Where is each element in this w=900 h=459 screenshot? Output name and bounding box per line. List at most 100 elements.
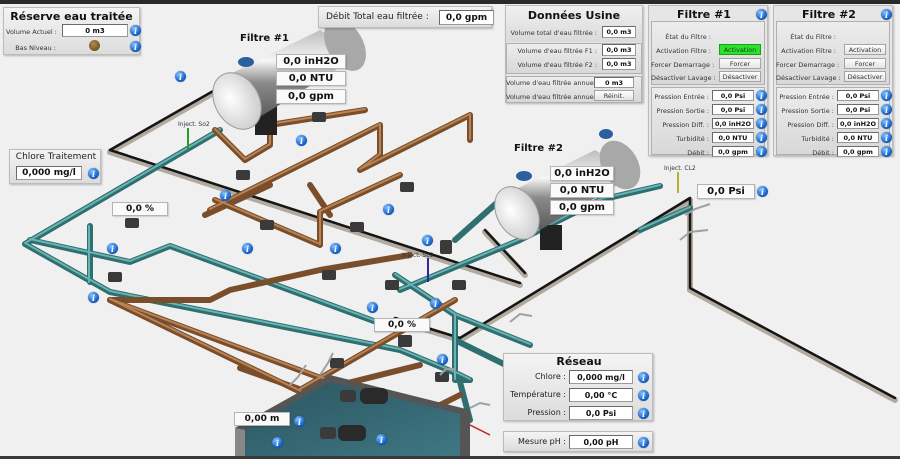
filter-2-title: Filtre #2 <box>802 8 856 21</box>
filter-2-reading-value: 0,0 NTU <box>837 132 879 143</box>
total-flow-value: 0,0 gpm <box>439 10 494 25</box>
info-icon-meter[interactable]: i <box>220 190 231 201</box>
info-icon-meter[interactable]: i <box>367 302 378 313</box>
plant-title: Données Usine <box>527 9 621 22</box>
low-level-info-icon[interactable]: i <box>130 41 141 52</box>
f1-volume-value: 0,0 m3 <box>602 44 636 56</box>
tank-1-flow: 0,0 gpm <box>276 89 346 104</box>
total-volume-label: Volume total d'eau filtrée : <box>510 29 597 37</box>
filter-2-wash-label: Désactiver Lavage : <box>776 74 841 82</box>
info-icon-so2[interactable]: i <box>422 235 433 246</box>
filter-1-reading-info-icon[interactable]: i <box>756 90 767 101</box>
so2-injection-label-top: Inject. So2 <box>178 121 210 128</box>
top-border <box>0 0 900 4</box>
filter-1-reading-label: Pression Entrée : <box>654 93 709 101</box>
filter-1-reading-info-icon[interactable]: i <box>756 146 767 157</box>
reserve-title: Réserve eau traitée <box>10 10 133 23</box>
filter-2-reading-value: 0,0 Psi <box>837 90 879 101</box>
filter-1-reading-value: 0,0 NTU <box>712 132 754 143</box>
filter-2-reading-label: Pression Sortie : <box>781 107 834 115</box>
info-icon-meter[interactable]: i <box>107 243 118 254</box>
chlorine-treatment-info-icon[interactable]: i <box>88 168 99 179</box>
filter-2-reading-value: 0,0 Psi <box>837 104 879 115</box>
filter-1-activation-button[interactable]: Activation <box>719 44 761 55</box>
level-marker <box>469 424 491 436</box>
filter-2-reading-info-icon[interactable]: i <box>881 132 892 143</box>
filter-1-reading-info-icon[interactable]: i <box>756 118 767 129</box>
network-pressure-value: 0,0 Psi <box>569 406 633 420</box>
filter-1-reading-label: Turbidité : <box>676 135 709 143</box>
tank-1-diff-pressure: 0,0 inH2O <box>276 54 346 69</box>
plant-data-panel: Données Usine Volume total d'eau filtrée… <box>505 5 643 103</box>
tank-2-flow: 0,0 gpm <box>550 200 614 215</box>
flow-meters <box>108 112 466 382</box>
annual-volume-value: 0 m3 <box>594 77 634 88</box>
filter-2-force-label: Forcer Demarrage : <box>776 61 840 69</box>
filter-1-state-label: État du Filtre : <box>665 33 711 41</box>
pump-1 <box>340 388 388 404</box>
annual-reset-button[interactable]: Réinit. <box>594 90 634 101</box>
tank-1-label: Filtre #1 <box>240 33 289 44</box>
filter-2-reading-info-icon[interactable]: i <box>881 90 892 101</box>
info-icon-meter[interactable]: i <box>430 298 441 309</box>
manual-valves <box>289 203 711 409</box>
network-pressure-info-icon[interactable]: i <box>638 408 649 419</box>
chlorine-treatment-panel: Chlore Traitement 0,000 mg/l i <box>9 149 101 184</box>
ph-info-icon[interactable]: i <box>638 437 649 448</box>
info-icon-meter[interactable]: i <box>296 135 307 146</box>
reserve-panel: Réserve eau traitée Volume Actuel : 0 m3… <box>3 7 141 55</box>
reservoir-level: 0,00 m <box>234 412 290 426</box>
filter-1-force-button[interactable]: Forcer <box>719 58 761 69</box>
info-icon-pump[interactable]: i <box>376 434 387 445</box>
chlorine-treatment-value: 0,000 mg/l <box>16 166 82 180</box>
filter-1-force-label: Forcer Demarrage : <box>651 61 715 69</box>
info-icon-tank1[interactable]: i <box>175 71 186 82</box>
filter-1-info-icon[interactable]: i <box>756 9 767 20</box>
tank-2-diff-pressure: 0,0 inH2O <box>550 166 614 181</box>
filter-2-force-button[interactable]: Forcer <box>844 58 886 69</box>
network-temp-info-icon[interactable]: i <box>638 390 649 401</box>
total-flow-label: Débit Total eau filtrée : <box>326 12 429 22</box>
filter-1-reading-info-icon[interactable]: i <box>756 104 767 115</box>
filter-2-reading-info-icon[interactable]: i <box>881 118 892 129</box>
network-pressure-info-icon[interactable]: i <box>757 186 768 197</box>
info-icon-meter[interactable]: i <box>88 292 99 303</box>
pump-percent-mid: 0,0 % <box>374 318 430 332</box>
reservoir-graphic <box>235 375 470 459</box>
teal-pipe-network <box>22 127 693 423</box>
filter-2-reading-label: Pression Entrée : <box>779 93 834 101</box>
info-icon-meter[interactable]: i <box>437 354 448 365</box>
tank-1-turbidity: 0,0 NTU <box>276 71 346 86</box>
ph-label: Mesure pH : <box>518 437 566 446</box>
filter-1-reading-label: Pression Sortie : <box>656 107 709 115</box>
filter-1-wash-button[interactable]: Désactiver <box>719 71 761 82</box>
info-icon-meter[interactable]: i <box>383 204 394 215</box>
total-flow-panel: Débit Total eau filtrée : 0,0 gpm <box>318 6 494 28</box>
filter-2-reading-info-icon[interactable]: i <box>881 146 892 157</box>
volume-label: Volume Actuel : <box>6 28 57 36</box>
filter-1-reading-value: 0,0 gpm <box>712 146 754 157</box>
filter-2-activation-label: Activation Filtre : <box>781 47 836 55</box>
info-icon-meter[interactable]: i <box>242 243 253 254</box>
network-chlorine-info-icon[interactable]: i <box>638 372 649 383</box>
f1-volume-label: Volume d'eau filtrée F1 : <box>517 47 598 55</box>
filter-2-activation-button[interactable]: Activation <box>844 44 886 55</box>
info-icon-meter[interactable]: i <box>330 243 341 254</box>
filter-2-info-icon[interactable]: i <box>881 9 892 20</box>
filter-2-reading-info-icon[interactable]: i <box>881 104 892 115</box>
ph-value: 0,00 pH <box>569 435 633 449</box>
filter-2-reading-label: Débit : <box>812 149 834 157</box>
volume-info-icon[interactable]: i <box>130 25 141 36</box>
filter-2-panel: Filtre #2 i État du Filtre : Activation … <box>773 5 893 157</box>
volume-value: 0 m3 <box>62 24 128 37</box>
network-temp-label: Température : <box>510 390 566 399</box>
filter-2-wash-button[interactable]: Désactiver <box>844 71 886 82</box>
filter-1-reading-info-icon[interactable]: i <box>756 132 767 143</box>
network-panel: Réseau Chlore : 0,000 mg/l i Température… <box>503 353 653 421</box>
info-icon-pump[interactable]: i <box>272 437 283 448</box>
filter-1-reading-value: 0,0 Psi <box>712 90 754 101</box>
network-temp-value: 0,00 °C <box>569 388 633 402</box>
info-icon-reservoir-level[interactable]: i <box>294 416 305 427</box>
pump-2 <box>320 425 366 441</box>
